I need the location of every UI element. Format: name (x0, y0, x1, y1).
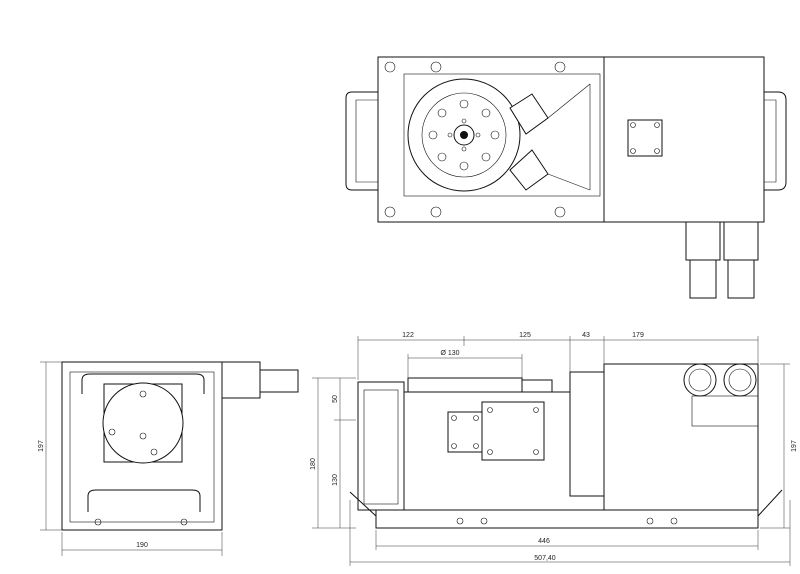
dimension-labels: 197 190 122 125 43 179 Ø 130 50 180 130 … (38, 332, 798, 562)
dim-front-top-mid: 125 (519, 332, 531, 339)
dim-side-height: 197 (38, 440, 45, 452)
dim-side-width: 190 (136, 542, 148, 549)
dim-front-bottom-total: 507,40 (534, 555, 556, 562)
dim-front-left-130: 130 (332, 474, 339, 486)
dim-front-bottom-446: 446 (538, 538, 550, 545)
front-view (349, 363, 783, 529)
dim-front-diameter: Ø 130 (440, 350, 459, 357)
dimension-lines (40, 336, 791, 566)
dim-front-top-left: 122 (402, 332, 414, 339)
side-view (61, 361, 299, 531)
dim-front-top-small: 43 (582, 332, 590, 339)
dim-front-right-height: 197 (791, 440, 798, 452)
top-view (345, 56, 787, 299)
dim-front-left-50: 50 (332, 395, 339, 403)
dim-front-left-180: 180 (310, 458, 317, 470)
dim-front-top-right: 179 (632, 332, 644, 339)
